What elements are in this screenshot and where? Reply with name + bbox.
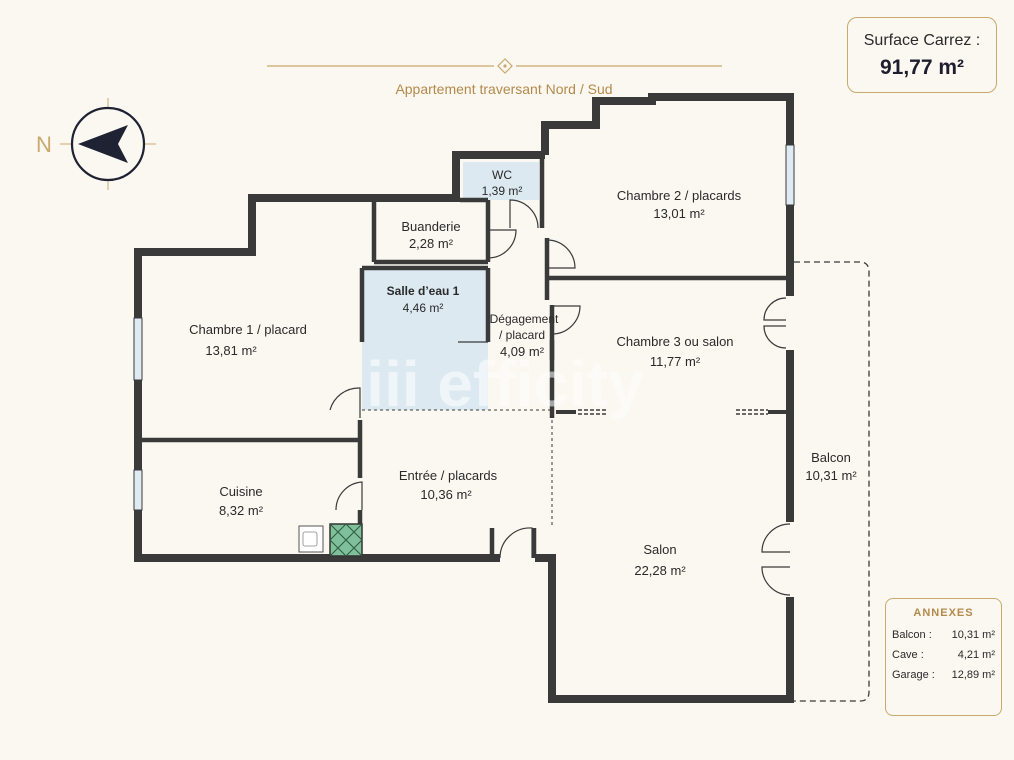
compass-arrow-icon	[78, 125, 128, 163]
room-chambre2-area: 13,01 m²	[653, 206, 705, 221]
room-chambre1-name: Chambre 1 / placard	[189, 322, 307, 337]
window-chambre1	[133, 317, 143, 381]
room-entree-name: Entrée / placards	[399, 468, 498, 483]
annex-value: 10,31 m²	[951, 629, 995, 641]
room-balcon-area: 10,31 m²	[805, 468, 857, 483]
annex-row-cave: Cave : 4,21 m²	[892, 649, 995, 661]
room-chambre3-name: Chambre 3 ou salon	[616, 334, 733, 349]
annex-row-garage: Garage : 12,89 m²	[892, 669, 995, 681]
partition-chambre3-salon	[556, 409, 790, 415]
annex-row-balcon: Balcon : 10,31 m²	[892, 629, 995, 641]
doors	[329, 199, 791, 596]
wc-fill	[463, 162, 539, 200]
surface-carrez-label: Surface Carrez :	[863, 32, 981, 49]
sink-icon	[298, 525, 324, 553]
watermark: iii efficity	[366, 348, 644, 420]
salle-eau-fill	[362, 268, 488, 410]
dashed-openings	[362, 409, 553, 528]
room-degagement-area: 4,09 m²	[500, 344, 545, 359]
room-balcon-name: Balcon	[811, 450, 851, 465]
balcony-outline	[794, 261, 870, 702]
compass	[60, 98, 156, 190]
room-salon-name: Salon	[643, 542, 676, 557]
room-degagement-name-1: Dégagement	[490, 312, 559, 326]
annexes-box: ANNEXES Balcon : 10,31 m² Cave : 4,21 m²…	[885, 598, 1002, 716]
window-cuisine	[133, 469, 143, 511]
annex-label: Cave :	[892, 649, 924, 661]
interior-walls	[142, 155, 790, 558]
room-wc-area: 1,39 m²	[482, 184, 523, 198]
room-salon-area: 22,28 m²	[634, 563, 686, 578]
room-chambre2-name: Chambre 2 / placards	[617, 188, 742, 203]
annex-label: Balcon :	[892, 629, 932, 641]
shower-tray-icon	[329, 523, 363, 557]
surface-carrez-value: 91,77 m²	[879, 56, 965, 79]
room-degagement-name-2: / placard	[499, 328, 545, 342]
room-entree-area: 10,36 m²	[420, 487, 472, 502]
room-chambre3-area: 11,77 m²	[650, 354, 701, 369]
annex-value: 12,89 m²	[951, 669, 995, 681]
room-cuisine-name: Cuisine	[219, 484, 262, 499]
room-salle-eau-area: 4,46 m²	[403, 301, 444, 315]
window-chambre2	[785, 144, 795, 206]
room-chambre1-area: 13,81 m²	[205, 343, 257, 358]
annex-value: 4,21 m²	[957, 649, 995, 661]
room-buanderie-name: Buanderie	[401, 219, 460, 234]
header-ornament	[267, 58, 722, 74]
room-cuisine-area: 8,32 m²	[219, 503, 264, 518]
compass-north-label: N	[36, 132, 52, 157]
room-salle-eau-name: Salle d’eau 1	[387, 284, 460, 298]
room-wc-name: WC	[492, 168, 512, 182]
room-buanderie-area: 2,28 m²	[409, 236, 454, 251]
annex-label: Garage :	[892, 669, 935, 681]
plan-subtitle: Appartement traversant Nord / Sud	[395, 81, 612, 97]
annexes-title: ANNEXES	[913, 607, 974, 619]
surface-carrez-box: Surface Carrez : 91,77 m²	[847, 17, 997, 93]
